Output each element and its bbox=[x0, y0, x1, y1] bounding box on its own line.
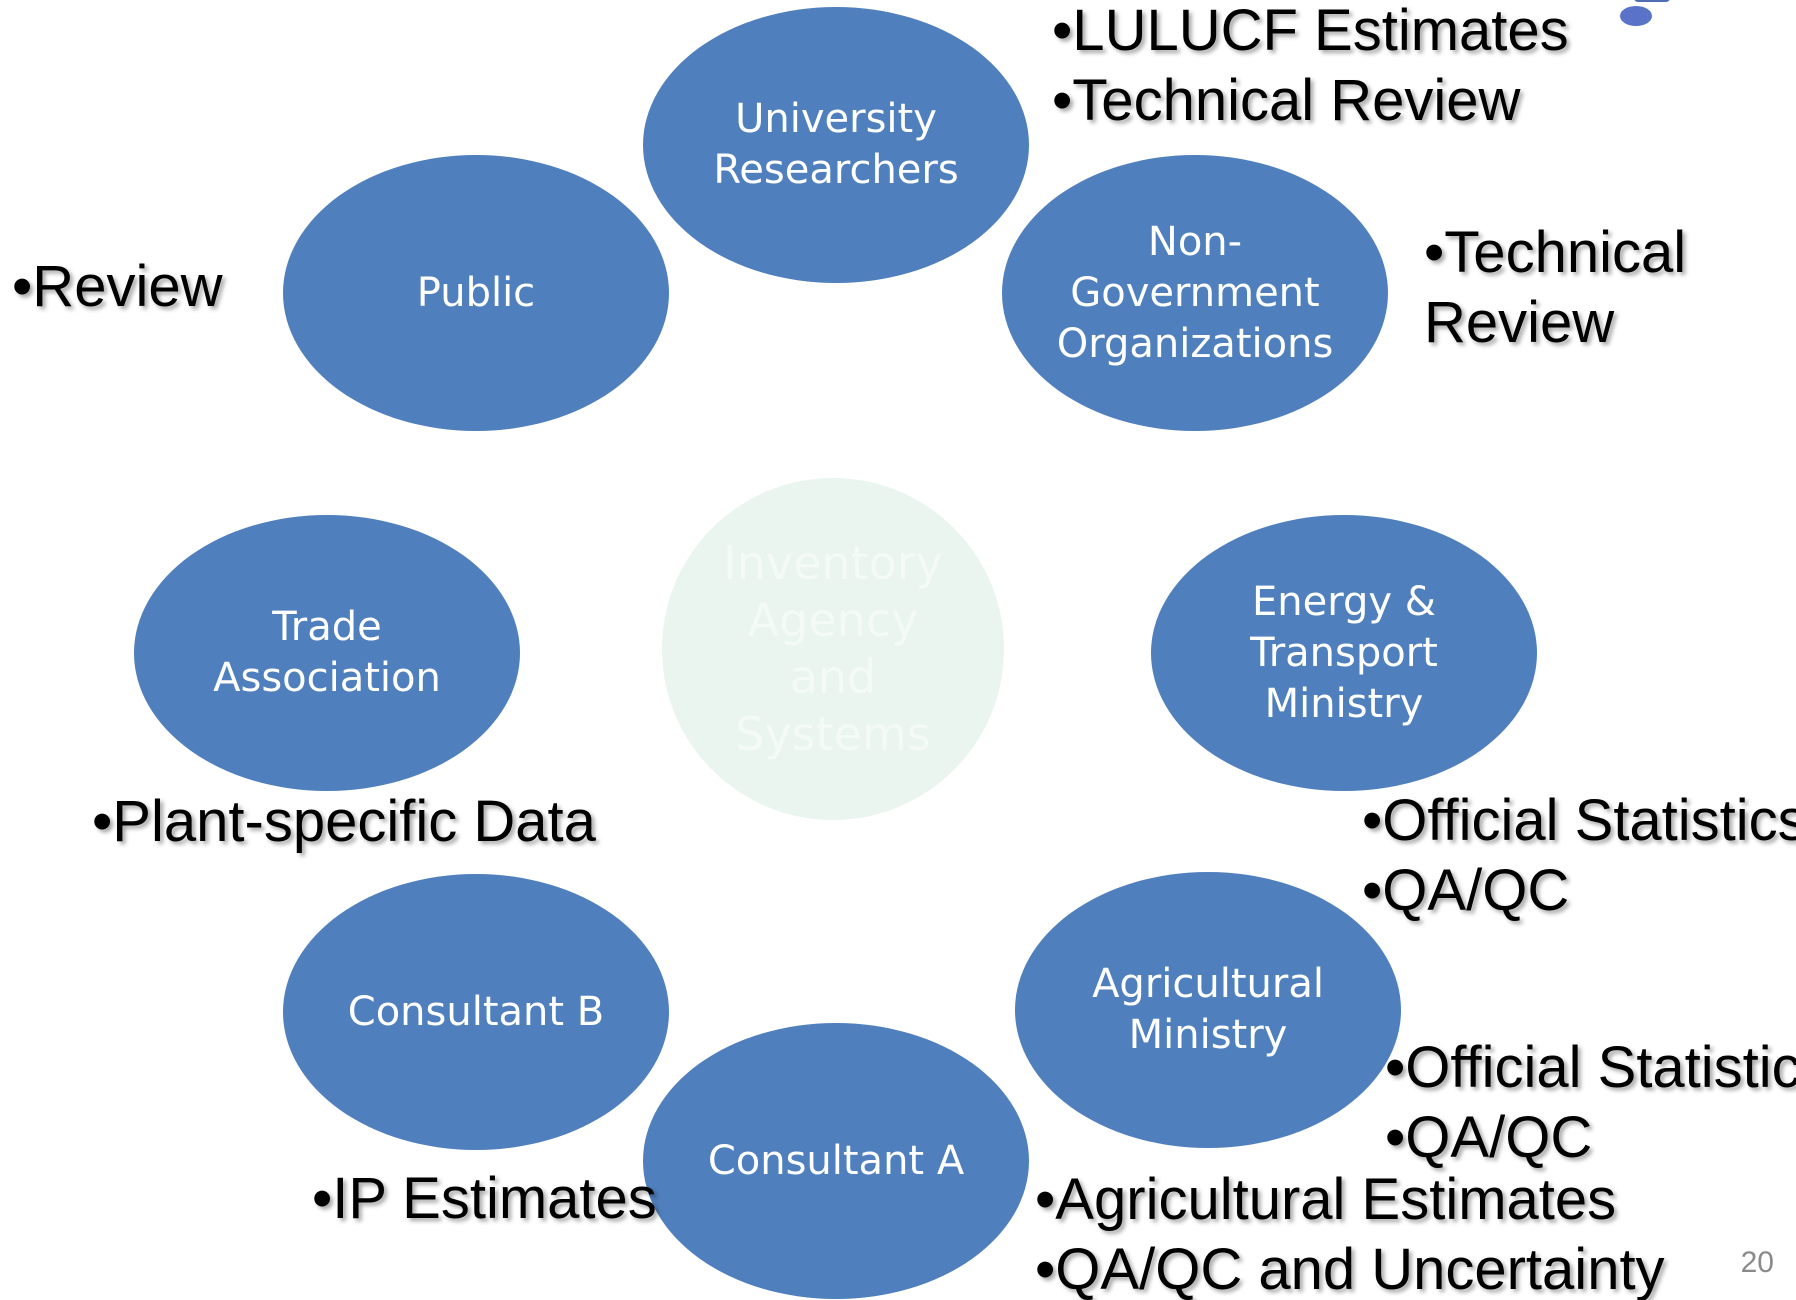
node-university-researchers-label: University Researchers bbox=[713, 96, 959, 193]
note-ngo: •Technical Review bbox=[1424, 218, 1686, 358]
page-number: 20 bbox=[1740, 1246, 1774, 1279]
node-university-researchers: University Researchers bbox=[643, 7, 1029, 283]
note-consultant-b-line-1: •IP Estimates bbox=[312, 1166, 657, 1231]
center-node-label: Inventory Agency and Systems bbox=[723, 536, 943, 761]
note-university-line-2: •Technical Review bbox=[1052, 68, 1521, 133]
note-ngo-line-1: •Technical bbox=[1424, 220, 1687, 285]
pushpin-icon bbox=[1620, 0, 1670, 26]
node-agricultural-ministry-label: Agricultural Ministry bbox=[1092, 961, 1324, 1058]
note-public-line-1: •Review bbox=[12, 254, 223, 319]
node-consultant-b-label: Consultant B bbox=[347, 988, 605, 1035]
note-agricultural-line-2: •QA/QC bbox=[1385, 1105, 1593, 1170]
note-energy: •Official Statistics •QA/QC bbox=[1362, 786, 1796, 926]
note-energy-line-1: •Official Statistics bbox=[1362, 788, 1796, 853]
note-energy-line-2: •QA/QC bbox=[1362, 858, 1570, 923]
node-consultant-a: Consultant A bbox=[643, 1023, 1029, 1299]
node-energy-transport-ministry: Energy & Transport Ministry bbox=[1151, 515, 1537, 791]
note-ngo-line-2: Review bbox=[1424, 290, 1615, 355]
node-energy-transport-ministry-label: Energy & Transport Ministry bbox=[1250, 578, 1438, 727]
node-agricultural-ministry: Agricultural Ministry bbox=[1015, 872, 1401, 1148]
note-university-line-1: •LULUCF Estimates bbox=[1052, 0, 1569, 63]
center-node-inventory-agency: Inventory Agency and Systems bbox=[662, 478, 1004, 820]
note-agricultural-line-1: •Official Statistics bbox=[1385, 1035, 1796, 1100]
note-consultant-a-line-1: •Agricultural Estimates bbox=[1035, 1167, 1617, 1232]
node-trade-association-label: Trade Association bbox=[213, 604, 441, 701]
node-trade-association: Trade Association bbox=[134, 515, 520, 791]
note-agricultural: •Official Statistics •QA/QC bbox=[1385, 1033, 1796, 1173]
node-public: Public bbox=[283, 155, 669, 431]
note-consultant-a-line-2: •QA/QC and Uncertainty bbox=[1035, 1237, 1665, 1300]
node-non-government-organizations-label: Non- Government Organizations bbox=[1056, 218, 1334, 367]
node-non-government-organizations: Non- Government Organizations bbox=[1002, 155, 1388, 431]
node-public-label: Public bbox=[416, 269, 536, 316]
node-consultant-b: Consultant B bbox=[283, 874, 669, 1150]
note-consultant-b: •IP Estimates bbox=[312, 1164, 657, 1234]
note-consultant-a: •Agricultural Estimates •QA/QC and Uncer… bbox=[1035, 1165, 1665, 1300]
node-consultant-a-label: Consultant A bbox=[707, 1137, 965, 1184]
note-trade-line-1: •Plant-specific Data bbox=[92, 789, 596, 854]
note-trade: •Plant-specific Data bbox=[92, 787, 596, 857]
note-university: •LULUCF Estimates •Technical Review bbox=[1052, 0, 1569, 136]
note-public: •Review bbox=[12, 252, 222, 322]
